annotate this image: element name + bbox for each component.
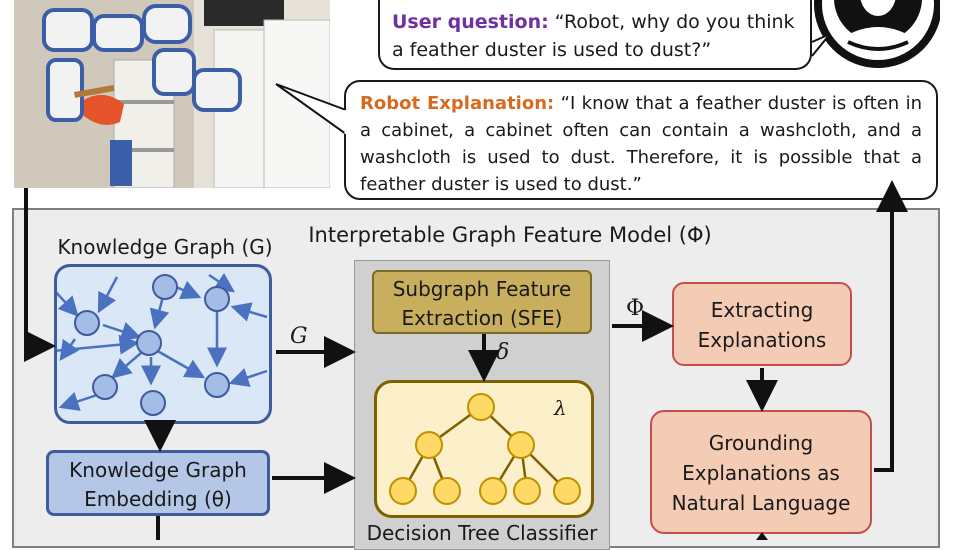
decision-tree-graphic [389,393,581,505]
user-avatar-icon [814,0,940,68]
knowledge-graph-network [57,272,268,416]
grounding-explanations-box: Grounding Explanations as Natural Langua… [650,410,872,534]
sfe-box: Subgraph Feature Extraction (SFE) [372,270,592,334]
phi-symbol: Φ [626,296,645,321]
extracting-explanations-box: Extracting Explanations [672,282,852,366]
delta-symbol: δ [496,340,510,365]
robot-explanation-bubble: Robot Explanation: “I know that a feathe… [344,80,938,200]
knowledge-graph-box [54,264,272,424]
decision-tree-box [374,380,594,518]
user-question-text: “Robot, why do you think a feather duste… [392,11,795,61]
robot-arm-illustration [14,0,330,188]
user-question-bubble: User question: “Robot, why do you think … [378,0,812,70]
g-symbol: G [290,324,308,349]
robot-explanation-label: Robot Explanation: [360,93,555,114]
knowledge-graph-title: Knowledge Graph (G) [57,235,273,259]
lambda-symbol: λ [554,396,567,420]
robot-explanation-text: “I know that a feather duster is often i… [360,93,922,195]
kg-embedding-box: Knowledge Graph Embedding (θ) [46,450,270,516]
robot-photo [14,0,330,188]
decision-tree-label: Decision Tree Classifier [366,521,598,545]
user-question-label: User question: [392,11,549,33]
model-title: Interpretable Graph Feature Model (Φ) [308,223,712,247]
